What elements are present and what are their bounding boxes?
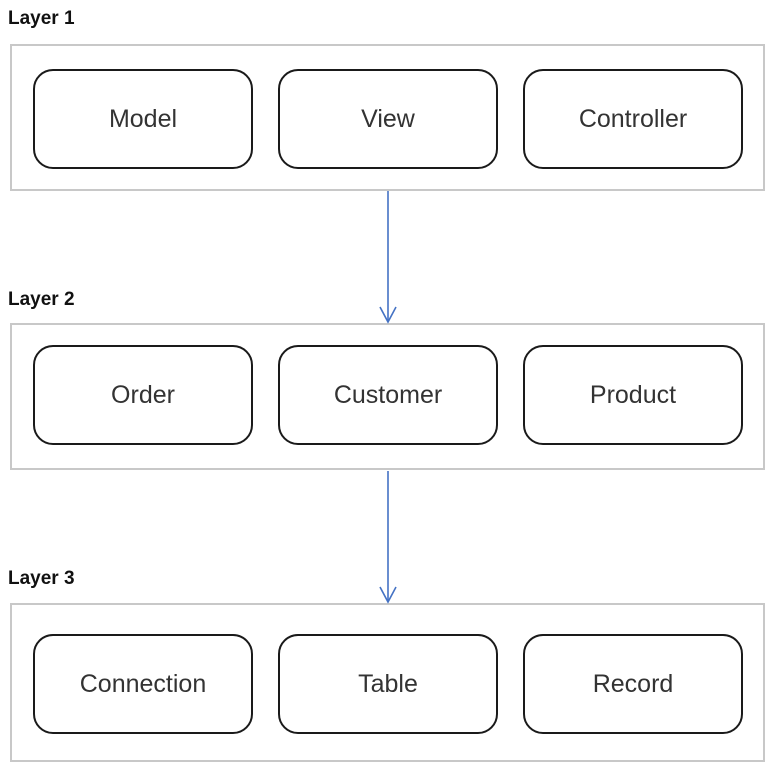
node-model: Model	[33, 69, 253, 169]
node-connection: Connection	[33, 634, 253, 734]
node-table: Table	[278, 634, 498, 734]
node-customer: Customer	[278, 345, 498, 445]
node-controller: Controller	[523, 69, 743, 169]
layer-3-title: Layer 3	[8, 568, 75, 589]
node-order: Order	[33, 345, 253, 445]
arrow-layer-2-to-layer-3	[379, 471, 397, 604]
layer-2-title: Layer 2	[8, 289, 75, 310]
node-product: Product	[523, 345, 743, 445]
node-record: Record	[523, 634, 743, 734]
arrow-layer-1-to-layer-2	[379, 191, 397, 324]
layer-1-title: Layer 1	[8, 8, 75, 29]
layer-1-frame: Model View Controller	[10, 44, 765, 191]
layer-3-frame: Connection Table Record	[10, 603, 765, 762]
node-view: View	[278, 69, 498, 169]
layer-2-frame: Order Customer Product	[10, 323, 765, 470]
